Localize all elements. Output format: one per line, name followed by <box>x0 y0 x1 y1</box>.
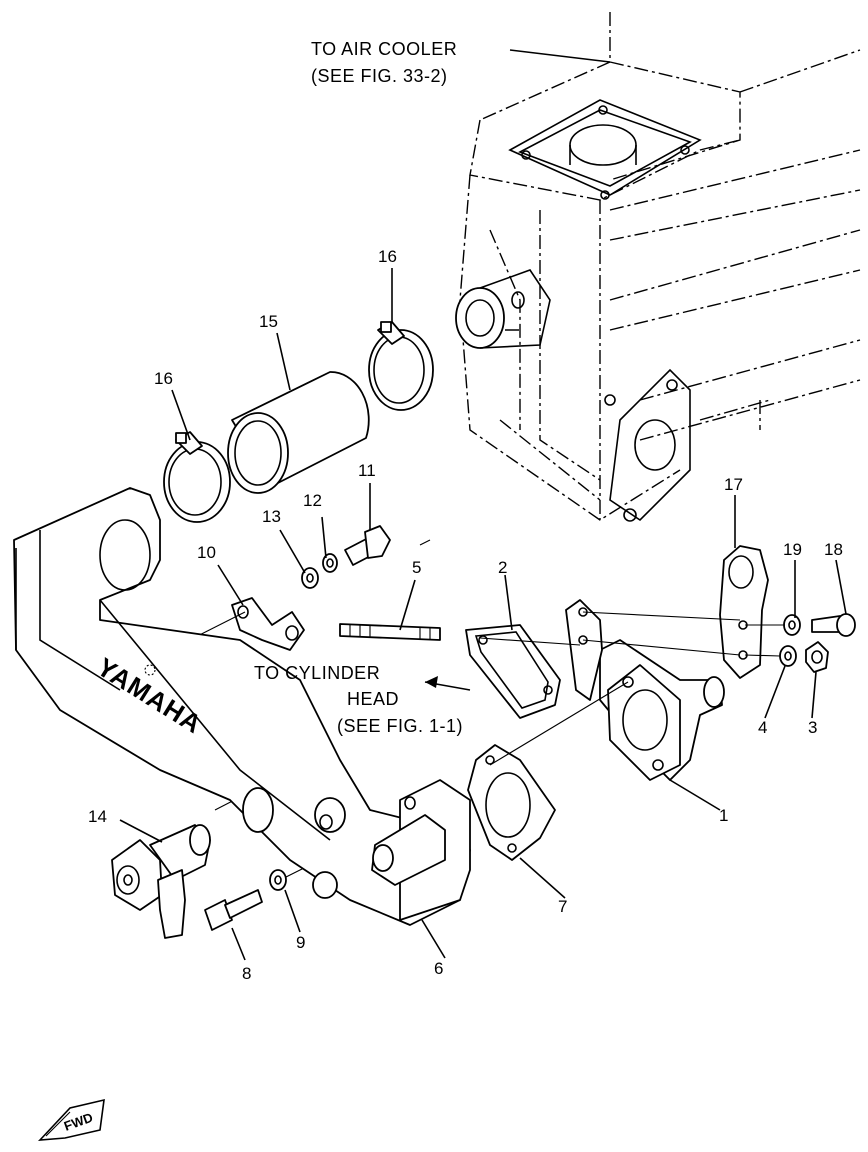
note-cylinder-head-line1: TO CYLINDER <box>254 663 380 683</box>
bolt-8-washer-9 <box>204 869 287 931</box>
callout-15: 15 <box>259 312 278 331</box>
gasket-2 <box>465 624 561 719</box>
note-air-cooler-line2: (SEE FIG. 33-2) <box>311 66 448 86</box>
callout-4: 4 <box>758 718 767 737</box>
hose-15 <box>227 371 370 494</box>
callout-14: 14 <box>88 807 107 826</box>
callout-7: 7 <box>558 897 567 916</box>
callout-1: 1 <box>719 806 728 825</box>
callout-numbers: 1 2 3 4 5 6 7 8 9 10 11 12 13 14 15 16 1… <box>88 247 843 983</box>
gasket-7 <box>467 744 556 861</box>
engine-block-phantom <box>455 12 861 522</box>
stud-5 <box>339 623 441 641</box>
callout-19: 19 <box>783 540 802 559</box>
bracket-10 <box>231 597 305 651</box>
callout-3: 3 <box>808 718 817 737</box>
note-cylinder-head: TO CYLINDER HEAD (SEE FIG. 1-1) <box>254 663 463 736</box>
callout-5: 5 <box>412 558 421 577</box>
callout-12: 12 <box>303 491 322 510</box>
main-pipe-6: YAMAHA <box>13 487 471 926</box>
callout-16-upper: 16 <box>378 247 397 266</box>
callout-16-lower: 16 <box>154 369 173 388</box>
callout-leaders <box>119 49 847 961</box>
callout-6: 6 <box>434 959 443 978</box>
fasteners-3-4-18-19 <box>779 613 856 673</box>
hose-clamp-lower <box>163 431 231 523</box>
callout-11: 11 <box>358 461 376 480</box>
callout-10: 10 <box>197 543 216 562</box>
callout-18: 18 <box>824 540 843 559</box>
fwd-arrow-icon: FWD <box>38 1098 105 1141</box>
callout-17: 17 <box>724 475 743 494</box>
callout-13: 13 <box>262 507 281 526</box>
note-cylinder-head-line3: (SEE FIG. 1-1) <box>337 716 463 736</box>
bracket-17 <box>719 545 769 679</box>
note-air-cooler: TO AIR COOLER (SEE FIG. 33-2) <box>311 39 457 86</box>
bolt-11-washers <box>301 525 391 589</box>
callout-8: 8 <box>242 964 251 983</box>
hose-clamp-upper <box>368 321 434 411</box>
callout-9: 9 <box>296 933 305 952</box>
note-air-cooler-line1: TO AIR COOLER <box>311 39 457 59</box>
outlet-elbow-1 <box>565 599 725 781</box>
note-cylinder-head-line2: HEAD <box>347 689 399 709</box>
hose-fitting-14 <box>111 824 211 939</box>
callout-2: 2 <box>498 558 507 577</box>
